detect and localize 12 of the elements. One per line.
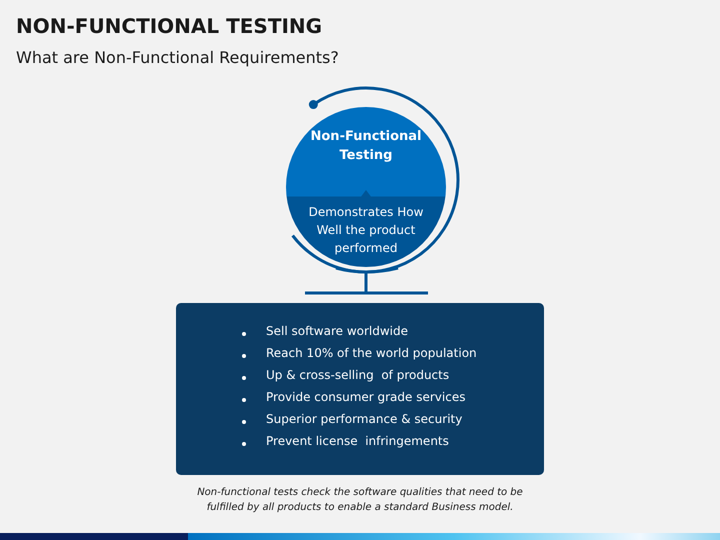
list-panel [176, 303, 544, 475]
heading: Non-Functional Testing [310, 128, 422, 165]
list-item: Sell software worldwide [266, 324, 408, 338]
list-item: Provide consumer grade services [266, 390, 466, 404]
list-item: Up & cross-selling of products [266, 368, 450, 382]
list-item: Reach 10% of the world population [266, 346, 477, 360]
caption: Non-functional tests check the software qualities that need to be fulfilled by all products to enable a standard Business model. [196, 486, 524, 515]
description: Demonstrates How Well the product performed [308, 204, 424, 257]
list-item: Prevent license infringements [266, 434, 449, 448]
subtitle: What are Non-Functional Requirements? [16, 48, 339, 67]
title: NON-FUNCTIONAL TESTING [16, 14, 322, 38]
list-item: Superior performance & security [266, 412, 462, 426]
